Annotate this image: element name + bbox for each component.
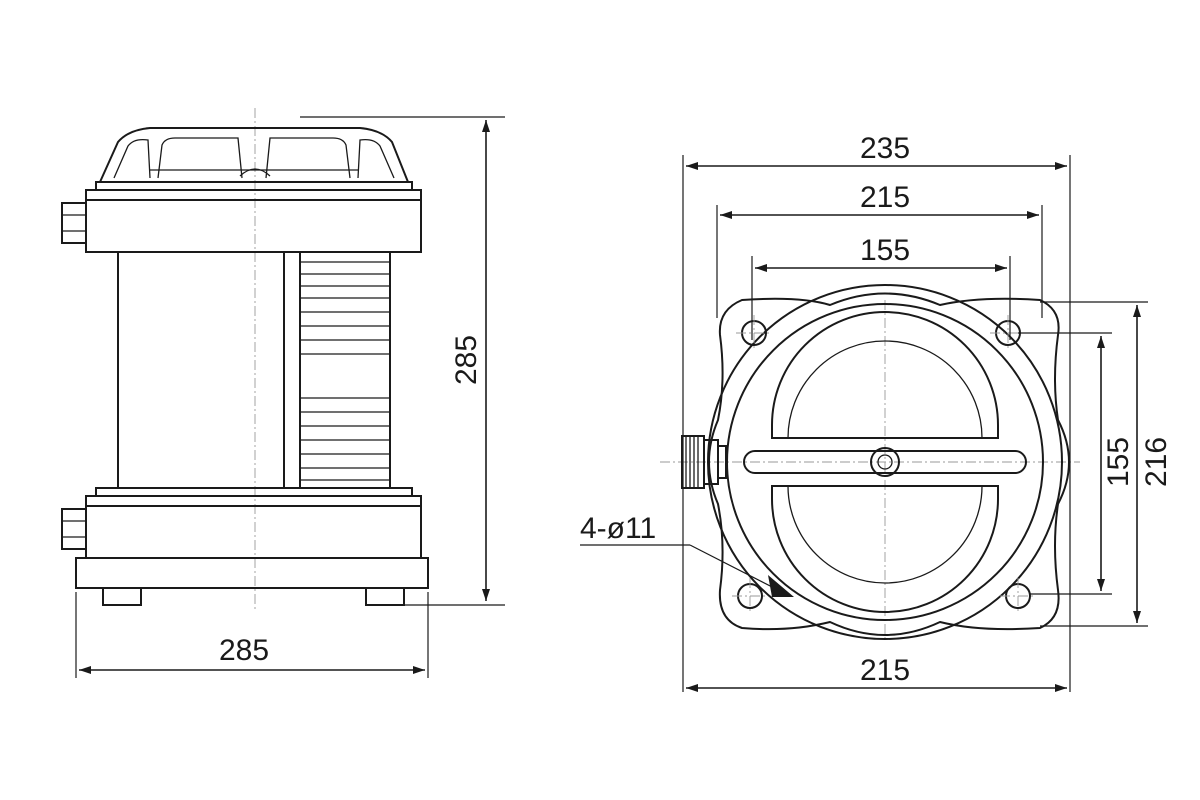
cage-upper xyxy=(771,311,999,439)
side-width-dimension: 285 xyxy=(75,592,429,678)
lens-ribs xyxy=(300,261,390,481)
hole-spacing-x-dimension: 155 xyxy=(751,234,1011,340)
flange-width-dimension: 215 xyxy=(716,181,1043,318)
side-width-label: 285 xyxy=(219,634,269,667)
lens-body xyxy=(117,252,391,488)
cable-gland xyxy=(681,435,727,489)
side-height-dimension: 285 xyxy=(300,116,505,606)
center-bar xyxy=(743,447,1027,477)
overall-depth-dimension: 216 xyxy=(1040,301,1173,627)
bottom-width-label: 215 xyxy=(860,654,910,687)
base-plate xyxy=(75,557,429,606)
outer-ring xyxy=(707,284,1063,640)
overall-width-label: 235 xyxy=(860,132,910,165)
holes-callout-label: 4-ø11 xyxy=(580,512,656,545)
mounting-flange xyxy=(708,292,1070,636)
hole-spacing-x-label: 155 xyxy=(860,234,910,267)
bottom-width-dimension: 215 xyxy=(686,654,1067,692)
side-height-label: 285 xyxy=(450,335,483,385)
lower-ring xyxy=(61,487,422,559)
hole-callout: 4-ø11 xyxy=(580,512,794,597)
cage-lower xyxy=(771,485,999,613)
upper-ring xyxy=(61,189,422,253)
overall-width-dimension: 235 xyxy=(682,132,1071,692)
flange-width-label: 215 xyxy=(860,181,910,214)
side-view: 285 285 xyxy=(61,108,505,678)
hole-spacing-y-label: 155 xyxy=(1102,437,1135,487)
hole-spacing-y-dimension: 155 xyxy=(1018,332,1135,595)
mounting-holes xyxy=(732,315,1036,614)
top-view: 4-ø11 235 215 155 215 xyxy=(580,132,1173,692)
overall-depth-label: 216 xyxy=(1140,437,1173,487)
top-cover xyxy=(95,127,413,191)
